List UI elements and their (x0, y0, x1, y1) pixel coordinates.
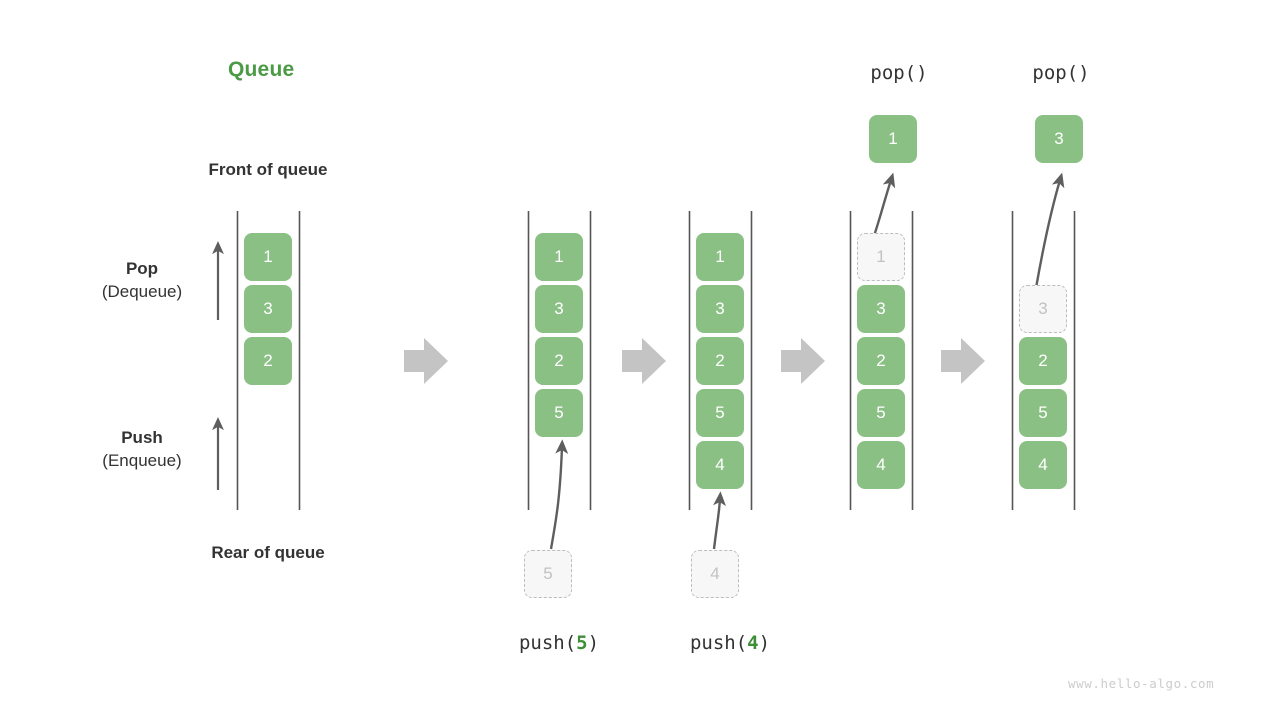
queue-slot: 2 (857, 337, 905, 385)
queue-slot: 3 (857, 285, 905, 333)
caption-argument: 4 (747, 632, 759, 654)
push-5-insert-arrow (549, 439, 569, 550)
queue-slot: 5 (857, 389, 905, 437)
step-arrow-4-to-5 (941, 338, 985, 384)
queue-slot: 4 (1019, 441, 1067, 489)
incoming-element-ghost: 5 (524, 550, 572, 598)
queue-slot: 2 (244, 337, 292, 385)
queue-slot: 3 (696, 285, 744, 333)
queue-slot: 5 (696, 389, 744, 437)
push-4-caption: push(4) (650, 632, 810, 654)
removed-element-ghost: 1 (857, 233, 905, 281)
popped-element: 3 (1035, 115, 1083, 163)
push-operation-label: Push (Enqueue) (62, 427, 222, 473)
queue-slot: 3 (535, 285, 583, 333)
page-title: Queue (228, 58, 295, 81)
caption-suffix: ) (758, 632, 771, 654)
queue-slot: 3 (244, 285, 292, 333)
queue-slot: 2 (1019, 337, 1067, 385)
pop-operation-label: Pop (Dequeue) (62, 258, 222, 304)
pop-caption-stage-4: pop() (870, 62, 928, 84)
queue-slot: 5 (1019, 389, 1067, 437)
caption-suffix: ) (587, 632, 600, 654)
push-4-insert-arrow (712, 491, 727, 550)
queue-slot: 1 (696, 233, 744, 281)
pop-1-extract-arrow (872, 172, 896, 237)
pop-operation-alias: (Dequeue) (101, 282, 183, 301)
site-watermark: www.hello-algo.com (1068, 676, 1215, 691)
queue-slot: 2 (535, 337, 583, 385)
popped-element: 1 (869, 115, 917, 163)
step-arrow-3-to-4 (781, 338, 825, 384)
front-of-queue-label: Front of queue (208, 160, 328, 179)
step-arrow-2-to-3 (622, 338, 666, 384)
queue-slot: 2 (696, 337, 744, 385)
push-operation-alias: (Enqueue) (102, 451, 182, 470)
queue-slot: 5 (535, 389, 583, 437)
queue-slot: 4 (696, 441, 744, 489)
push-5-caption: push(5) (479, 632, 639, 654)
removed-element-ghost: 3 (1019, 285, 1067, 333)
push-operation-name: Push (121, 428, 163, 447)
caption-prefix: push( (518, 632, 577, 654)
pop-3-extract-arrow (1034, 172, 1065, 289)
pop-operation-name: Pop (125, 259, 159, 278)
rear-of-queue-label: Rear of queue (211, 543, 325, 562)
caption-prefix: push( (689, 632, 748, 654)
incoming-element-ghost: 4 (691, 550, 739, 598)
queue-slot: 1 (535, 233, 583, 281)
queue-slot: 1 (244, 233, 292, 281)
pop-caption-stage-5: pop() (1032, 62, 1090, 84)
queue-slot: 4 (857, 441, 905, 489)
step-arrow-1-to-2 (404, 338, 448, 384)
caption-argument: 5 (576, 632, 588, 654)
